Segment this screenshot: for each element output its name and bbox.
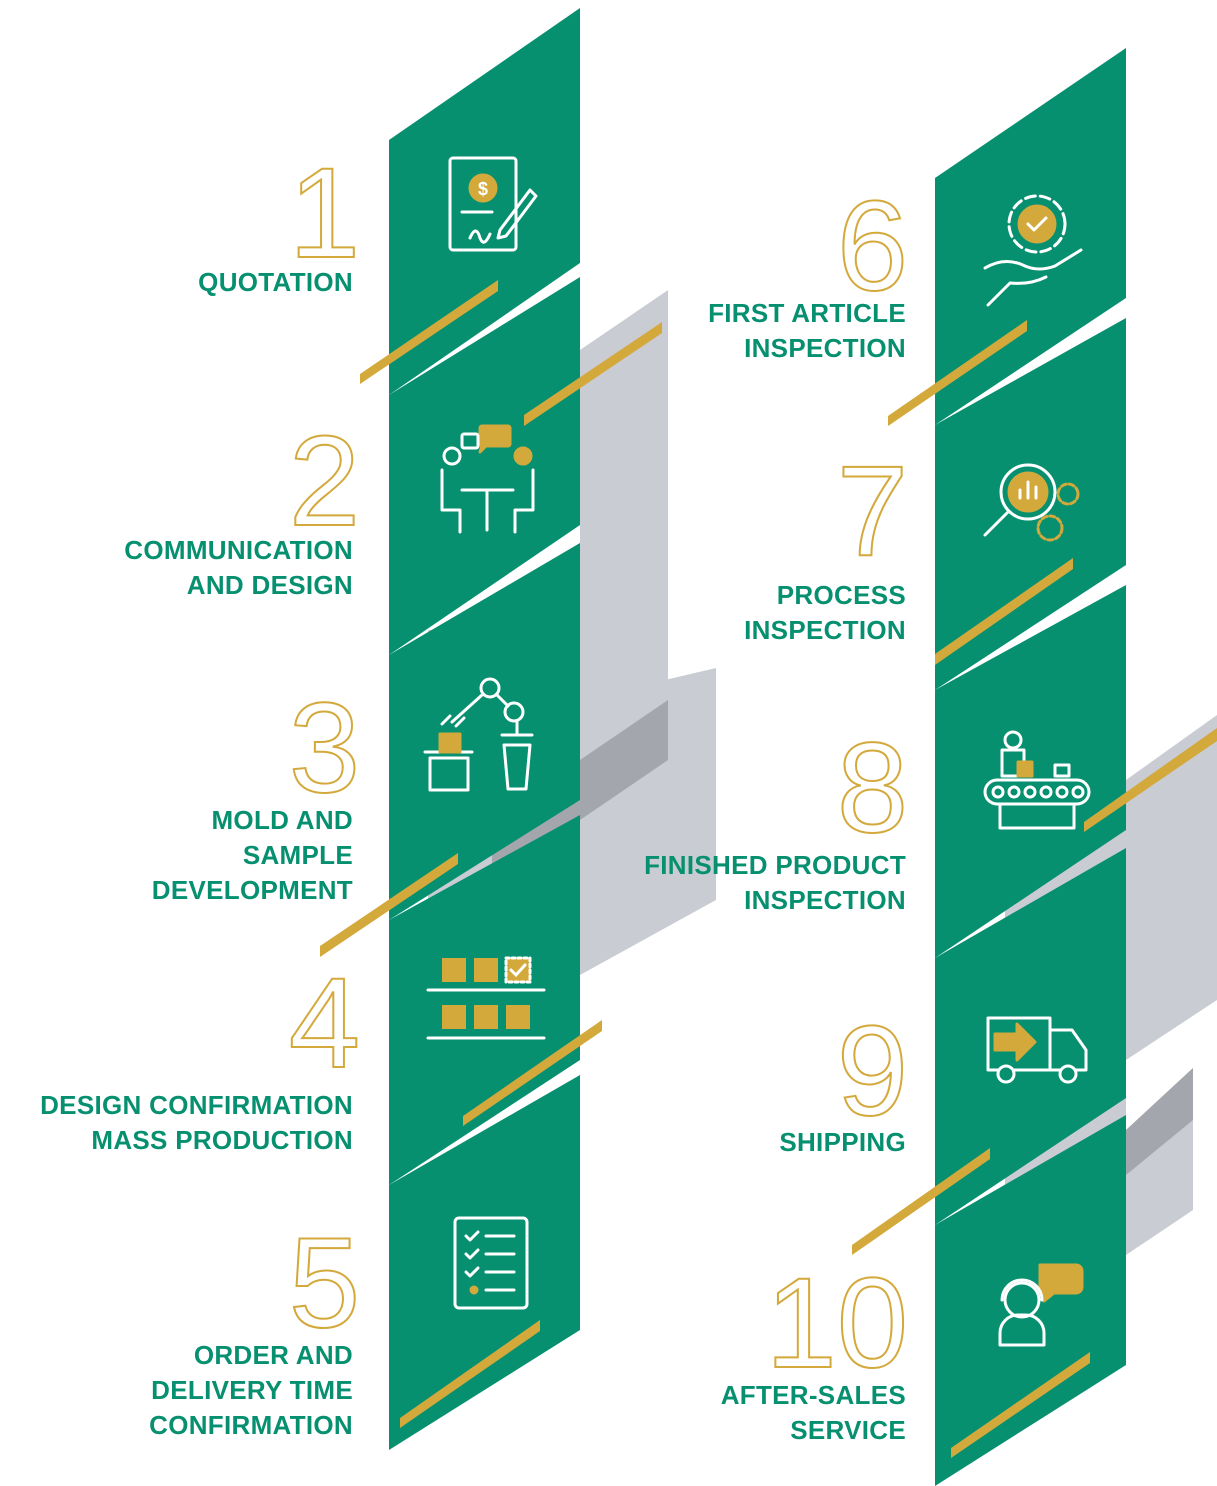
step-number-2: 2: [288, 410, 361, 553]
robot-arm-icon: [423, 677, 534, 792]
step-label-2: COMMUNICATION AND DESIGN: [124, 535, 353, 600]
step-label-9: SHIPPING: [779, 1127, 906, 1157]
step-number-7: 7: [836, 440, 909, 583]
conveyor-worker-icon: [983, 730, 1091, 830]
step-number-3: 3: [288, 677, 361, 820]
left-column-blocks: [389, 8, 580, 1450]
step-label-1: QUOTATION: [198, 267, 353, 297]
step-label-6: FIRST ARTICLE INSPECTION: [708, 298, 906, 363]
quotation-document-icon: $: [448, 156, 538, 252]
step-number-10: 10: [765, 1252, 909, 1395]
step-label-8: FINISHED PRODUCT INSPECTION: [644, 850, 906, 915]
meeting-people-icon: [440, 424, 535, 534]
step-number-6: 6: [836, 175, 909, 318]
step-number-1: 1: [288, 142, 361, 285]
step-number-5: 5: [288, 1212, 361, 1355]
step-label-5: ORDER AND DELIVERY TIME CONFIRMATION: [149, 1340, 353, 1440]
inventory-shelf-icon: [426, 956, 546, 1040]
support-agent-icon: [998, 1263, 1084, 1347]
step-label-10: AFTER-SALES SERVICE: [720, 1380, 906, 1445]
delivery-truck-icon: [986, 1016, 1088, 1084]
step-label-7: PROCESS INSPECTION: [744, 580, 906, 645]
step-label-4: DESIGN CONFIRMATION MASS PRODUCTION: [40, 1090, 353, 1155]
checklist-icon: [453, 1216, 529, 1310]
step-label-3: MOLD AND SAMPLE DEVELOPMENT: [151, 805, 353, 905]
step-number-4: 4: [288, 952, 361, 1095]
magnifier-gears-icon: [983, 463, 1080, 542]
step-number-8: 8: [836, 717, 909, 860]
step-number-9: 9: [836, 1000, 909, 1143]
gold-accent-bars: [320, 280, 1217, 1458]
gear-check-hand-icon: [983, 194, 1083, 307]
svg-text:$: $: [478, 179, 488, 199]
